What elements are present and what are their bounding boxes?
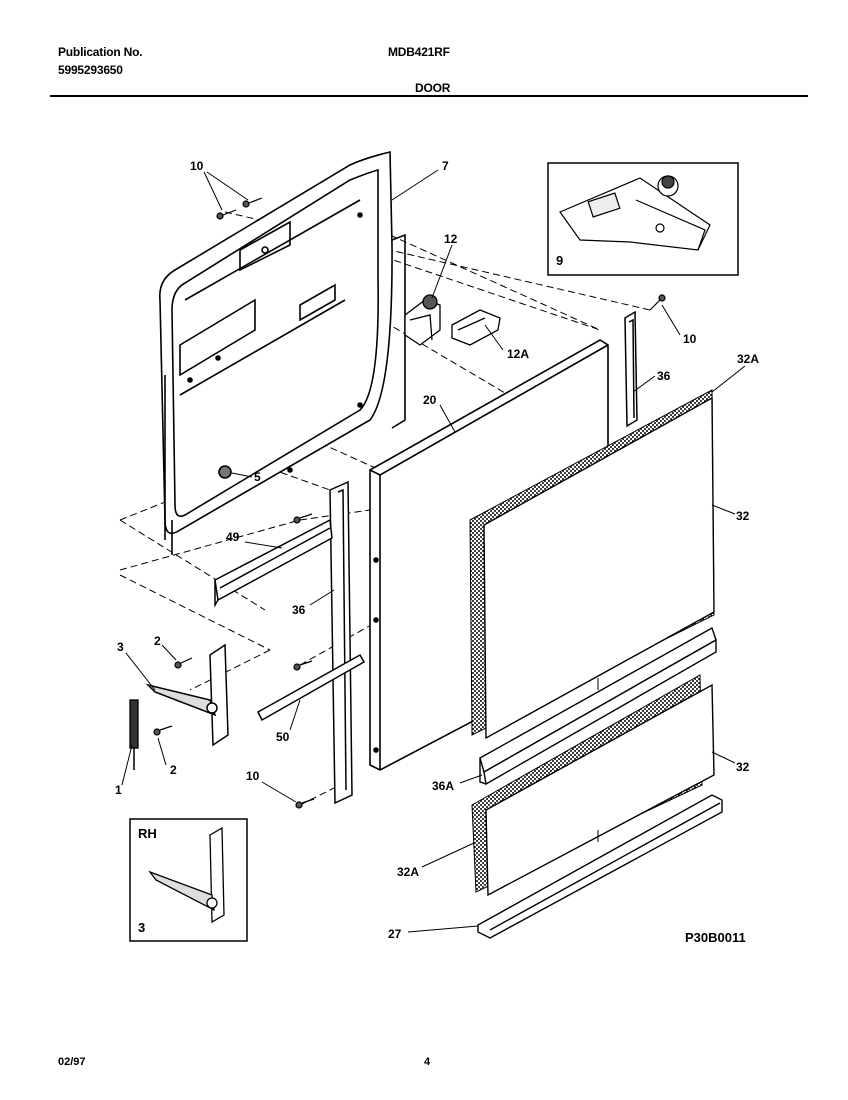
publication-label: Publication No. <box>58 45 143 59</box>
model-number: MDB421RF <box>388 45 450 59</box>
callout-36-right: 36 <box>657 369 671 383</box>
callout-7: 7 <box>442 159 449 173</box>
rh-hinge-inset: RH 3 <box>129 818 248 942</box>
side-trim-right <box>624 310 638 428</box>
dispenser-inset-label: 9 <box>556 253 563 268</box>
middle-trim-strip <box>479 626 717 786</box>
dispenser-inset: 9 <box>547 162 739 276</box>
bottom-trim <box>477 794 723 939</box>
callout-32a-bottom: 32A <box>397 865 419 879</box>
drawing-code: P30B0011 <box>685 930 746 945</box>
screws <box>153 197 666 809</box>
callout-12a: 12A <box>507 347 529 361</box>
callout-32-bottom: 32 <box>736 760 750 774</box>
callout-2-bottom: 2 <box>170 763 177 777</box>
callout-10-right: 10 <box>683 332 697 346</box>
door-latch-assembly <box>404 294 501 346</box>
section-title: DOOR <box>415 81 451 95</box>
callout-10-bottom: 10 <box>246 769 260 783</box>
side-trim-left <box>329 480 353 805</box>
footer-date: 02/97 <box>58 1056 86 1068</box>
callout-20: 20 <box>423 393 437 407</box>
callout-27: 27 <box>388 927 402 941</box>
inner-door-frame <box>158 150 406 555</box>
rh-inset-label: RH <box>138 826 157 841</box>
spring-rod <box>257 653 366 722</box>
leader-lines <box>121 169 746 933</box>
callout-50: 50 <box>276 730 290 744</box>
rh-inset-part: 3 <box>138 920 145 935</box>
callout-36a: 36A <box>432 779 454 793</box>
callout-1: 1 <box>115 783 122 797</box>
hinge-arm-left <box>145 643 229 747</box>
lower-vent <box>214 518 333 608</box>
publication-number: 5995293650 <box>58 63 123 77</box>
decor-panel-lower <box>485 683 715 897</box>
callout-12: 12 <box>444 232 458 246</box>
callout-5: 5 <box>254 470 261 484</box>
footer-page-number: 4 <box>424 1056 431 1068</box>
hinge-spring <box>129 699 139 770</box>
decor-panel-upper <box>483 396 715 740</box>
callout-32a-top: 32A <box>737 352 759 366</box>
callout-2-top: 2 <box>154 634 161 648</box>
callout-10-top: 10 <box>190 159 204 173</box>
callout-36-left: 36 <box>292 603 306 617</box>
callout-49: 49 <box>226 530 240 544</box>
header-rule <box>50 95 808 97</box>
callout-32-top: 32 <box>736 509 750 523</box>
callouts: 10 7 12 12A 10 32A 36 20 32 5 49 36 3 2 … <box>115 159 759 941</box>
callout-3: 3 <box>117 640 124 654</box>
